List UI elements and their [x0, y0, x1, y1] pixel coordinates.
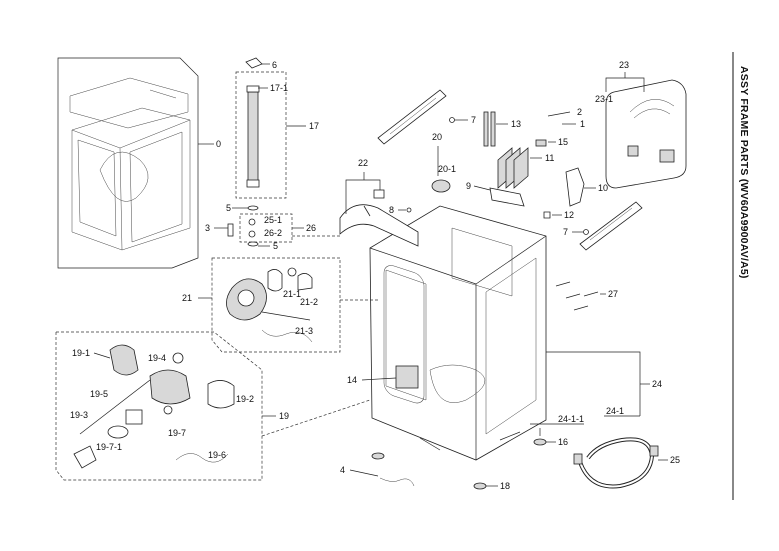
callout-21-2: 21-2 [300, 297, 318, 307]
callout-27: 27 [608, 289, 618, 299]
callout-26-2: 26-2 [264, 228, 282, 238]
part-9: 9 [466, 181, 525, 207]
callout-11: 11 [545, 153, 554, 163]
rear-panel-23: 23 23-1 [595, 60, 687, 189]
main-frame-cabinet: 14 [347, 205, 547, 461]
part-22-bracket: 22 [339, 158, 419, 247]
diagram-title: ASSY FRAME PARTS (WV60A9900AV/A5) [738, 66, 750, 279]
callout-21-3: 21-3 [295, 326, 313, 336]
callout-19: 19 [279, 411, 289, 421]
pump-group-21: 21 21-1 21-2 21-3 [182, 257, 341, 353]
callout-5-top: 5 [226, 203, 231, 213]
callout-19-5: 19-5 [90, 389, 108, 399]
callout-16: 16 [558, 437, 568, 447]
callout-17-1: 17-1 [270, 83, 288, 93]
callout-8: 8 [389, 205, 394, 215]
drain-group-19: 19-1 19-4 19-5 19-2 19-3 19-7 19-7-1 19-… [55, 331, 289, 481]
callout-20-1: 20-1 [438, 164, 456, 174]
part-11-panels: 11 [497, 147, 554, 189]
foot-16: 16 [533, 428, 568, 447]
callout-6: 6 [272, 60, 277, 70]
callout-19-2: 19-2 [236, 394, 254, 404]
callout-20: 20 [432, 132, 442, 142]
hose-assembly-17: 6 17-1 17 5 [226, 57, 319, 247]
callout-17: 17 [309, 121, 319, 131]
part-3: 3 [205, 223, 234, 237]
frame-assembly-inset: 0 [57, 57, 221, 269]
callout-24-1-right: 24-1 [606, 406, 624, 416]
callout-23: 23 [619, 60, 629, 70]
part-4: 4 [340, 465, 415, 487]
callout-19-7-1: 19-7-1 [96, 442, 122, 452]
callout-24: 24 [652, 379, 662, 389]
callout-10: 10 [598, 183, 608, 193]
callout-19-4: 19-4 [148, 353, 166, 363]
part-24-leaders: 24 24-1 24-1-1 [530, 351, 662, 425]
callout-13: 13 [511, 119, 521, 129]
screws-27: 27 [555, 281, 618, 311]
callout-12: 12 [564, 210, 574, 220]
callout-0: 0 [216, 139, 221, 149]
callout-3: 3 [205, 223, 210, 233]
lower-rail: 7 [563, 201, 643, 251]
callout-24-1-1: 24-1-1 [558, 414, 584, 424]
valve-group-26: 25-1 26-2 26 5 [239, 213, 316, 251]
callout-7-top: 7 [471, 115, 476, 125]
callout-9: 9 [466, 181, 471, 191]
callout-26: 26 [306, 223, 316, 233]
callout-4: 4 [340, 465, 345, 475]
parts-1-2: 2 1 [547, 107, 585, 129]
part-15: 15 [535, 137, 568, 147]
callout-25: 25 [670, 455, 680, 465]
callout-23-1: 23-1 [595, 94, 613, 104]
part-20: 20 20-1 [431, 132, 456, 193]
callout-14: 14 [347, 375, 357, 385]
callout-22: 22 [358, 158, 368, 168]
callout-7-bottom: 7 [563, 227, 568, 237]
callout-19-7: 19-7 [168, 428, 186, 438]
callout-15: 15 [558, 137, 568, 147]
foot-18: 18 [371, 452, 510, 491]
part-12: 12 [543, 210, 574, 220]
callout-25-1: 25-1 [264, 215, 282, 225]
callout-21-1: 21-1 [283, 289, 301, 299]
hose-25: 25 [573, 437, 680, 489]
callout-19-3: 19-3 [70, 410, 88, 420]
callout-18: 18 [500, 481, 510, 491]
callout-5-bottom: 5 [273, 241, 278, 251]
part-8: 8 [389, 205, 412, 215]
part-10: 10 [565, 167, 608, 207]
upper-rail: 7 [377, 89, 476, 145]
callout-1: 1 [580, 119, 585, 129]
callout-19-6: 19-6 [208, 450, 226, 460]
callout-19-1: 19-1 [72, 348, 90, 358]
callout-2: 2 [577, 107, 582, 117]
callout-21: 21 [182, 293, 192, 303]
connector-19-to-cabinet [261, 399, 371, 437]
part-13: 13 [483, 111, 521, 147]
